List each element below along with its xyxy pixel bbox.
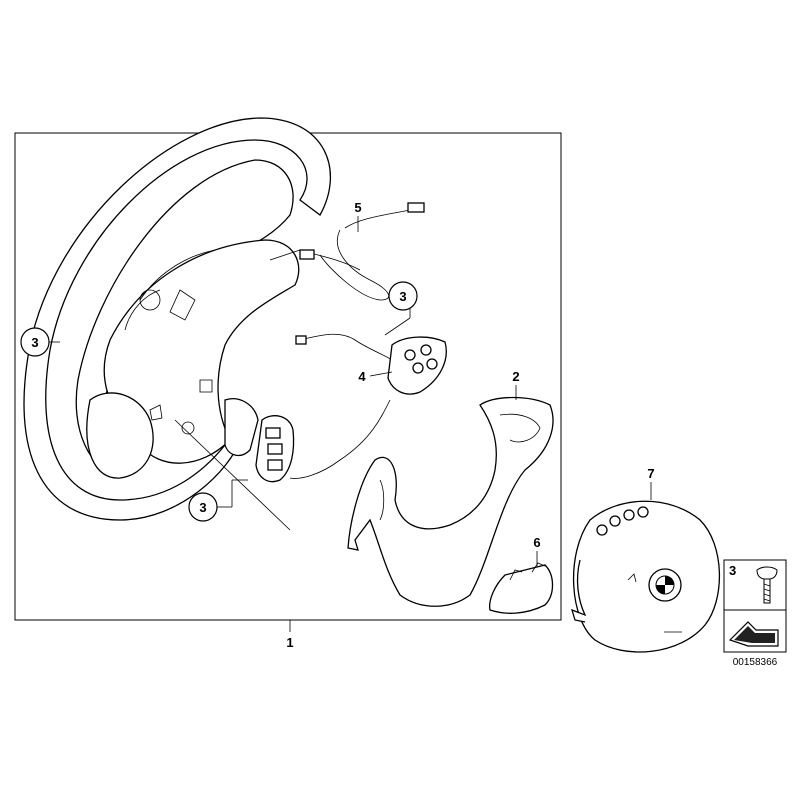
airbag-module [570,500,721,653]
callout-6: 6 [533,535,540,550]
steering-wheel [23,117,332,521]
callout-5: 5 [354,200,361,215]
trim-piece [489,562,554,614]
callout-1: 1 [286,635,293,650]
callout-4: 4 [358,369,366,384]
svg-text:3: 3 [399,289,406,304]
callout-3-top: 3 [388,281,418,311]
multifunction-switch-left [255,415,295,483]
multifunction-switch-right [387,336,447,395]
small-parts-inset: 3 [723,559,787,653]
callout-3-bottom: 3 [188,492,218,522]
bolt-icon [756,566,778,604]
trim-cover [347,396,554,607]
leader-lines [48,216,652,632]
callout-2: 2 [512,369,519,384]
diagram-reference-number: 00158366 [733,657,778,668]
callout-7: 7 [647,466,654,481]
wiring-harness [289,202,425,479]
arrow-forward-icon [728,621,779,647]
callout-3-left: 3 [20,327,50,357]
bmw-roundel-icon [648,568,682,602]
callout-3-inset: 3 [729,563,736,578]
svg-text:3: 3 [31,335,38,350]
svg-text:3: 3 [199,500,206,515]
